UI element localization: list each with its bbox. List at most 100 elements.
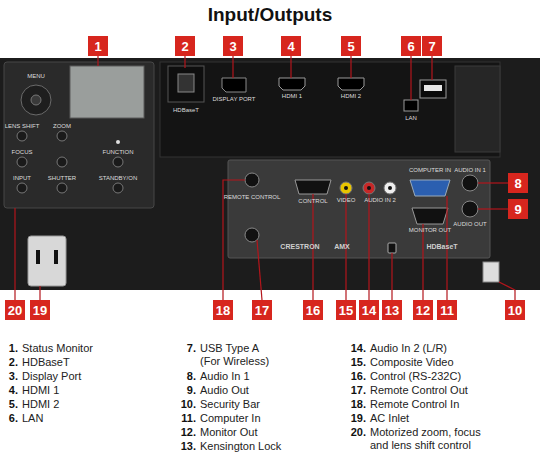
callout-box: 11 [437,300,457,320]
callout-number: 12 [416,303,430,318]
list-number: 14. [351,342,366,355]
callout-number: 1 [94,39,101,54]
panel-body [0,58,540,290]
list-text: Computer In [200,412,261,425]
callout-box: 4 [281,36,301,56]
list-number: 8. [187,370,196,383]
port-label: HDMI 2 [341,93,361,100]
port-label: LAN [405,115,417,122]
jack [245,228,259,242]
callout-box: 13 [382,300,402,320]
list-text: Kensington Lock [200,440,281,453]
list-number: 4. [9,384,18,397]
rca-audio [384,182,396,194]
port-label: LENS SHIFT [5,123,40,130]
callout-number: 7 [428,39,435,54]
hdmi-port [279,78,305,90]
callout-number: 14 [362,303,376,318]
rca-video [340,182,352,194]
menu-dial [31,95,41,105]
ac-prong [54,250,58,264]
vga-port [410,180,450,196]
port-label: MONITOR OUT [409,227,452,234]
port-label: AUDIO OUT [453,221,486,228]
callout-box: 3 [223,36,243,56]
list-number: 12. [181,426,196,439]
list-text: Composite Video [370,356,454,369]
port-label: AUDIO IN 2 [364,197,396,204]
port-label: MENU [27,73,45,80]
callout-box: 15 [336,300,356,320]
callout-number: 2 [181,39,188,54]
buttons [17,131,123,193]
list-text: Motorized zoom, focus and lens shift con… [370,426,500,452]
list-number: 19. [351,412,366,425]
list-number: 7. [187,342,196,355]
list-number: 1. [9,342,18,355]
list-text: Remote Control Out [370,384,468,397]
list-number: 5. [9,398,18,411]
status-monitor [70,66,144,118]
callout-box: 5 [341,36,361,56]
list-number: 16. [351,370,366,383]
list-text: Remote Control In [370,398,459,411]
menu-dial [21,85,51,115]
callout-box: 19 [30,300,50,320]
side-block [455,66,500,152]
callout-box: 16 [303,300,323,320]
indicator-led [116,140,120,144]
list-text: Monitor Out [200,426,257,439]
port-label: AUDIO IN 1 [454,167,486,174]
port-label: FUNCTION [103,149,134,156]
callout-box: 7 [422,36,442,56]
jack [245,173,259,187]
logo-text: AMX [334,243,350,251]
list-number: 11. [181,412,196,425]
callout-number: 17 [255,303,269,318]
list-text: Control (RS-232C) [370,370,461,383]
ac-inlet [28,236,66,286]
port-strip [160,62,500,157]
port-label: REMOTE CONTROL [224,194,281,201]
list-number: 3. [9,370,18,383]
lan-port [404,100,418,111]
vga-port [412,208,448,224]
list-text: HDMI 2 [22,398,59,411]
port-label: HDBaseT [173,107,199,114]
rca-audio [363,182,375,194]
logo-text: HDBaseT [426,243,457,251]
list-number: 9. [187,384,196,397]
io-panel [228,160,490,258]
logo-text: CRESTRON [280,243,319,251]
control-panel [4,62,154,208]
leader-lines [15,56,515,300]
callout-box: 9 [508,199,528,219]
callout-box: 8 [508,173,528,193]
callout-box: 20 [5,300,25,320]
list-number: 15. [351,356,366,369]
callout-box: 2 [175,36,195,56]
displayport-port [222,78,246,92]
callout-box: 18 [213,300,233,320]
callout-number: 11 [440,303,454,318]
callout-box: 17 [252,300,272,320]
list-text: Display Port [22,370,81,383]
list-number: 13. [181,440,196,453]
list-number: 18. [351,398,366,411]
callout-number: 9 [514,202,521,217]
callout-number: 10 [508,303,522,318]
port-label: DISPLAY PORT [212,96,255,103]
callout-number: 3 [229,39,236,54]
callout-box: 1 [88,36,108,56]
jack [462,175,478,191]
port-label: STANDBY/ON [99,175,138,182]
list-text: Audio In 1 [200,370,250,383]
hdbaset-port [168,66,204,102]
rs232-port [295,180,331,194]
list-number: 17. [351,384,366,397]
usb-port [420,80,446,98]
list-number: 20. [351,426,366,439]
callout-number: 15 [339,303,353,318]
callout-number: 19 [33,303,47,318]
port-label: CONTROL [298,198,327,205]
